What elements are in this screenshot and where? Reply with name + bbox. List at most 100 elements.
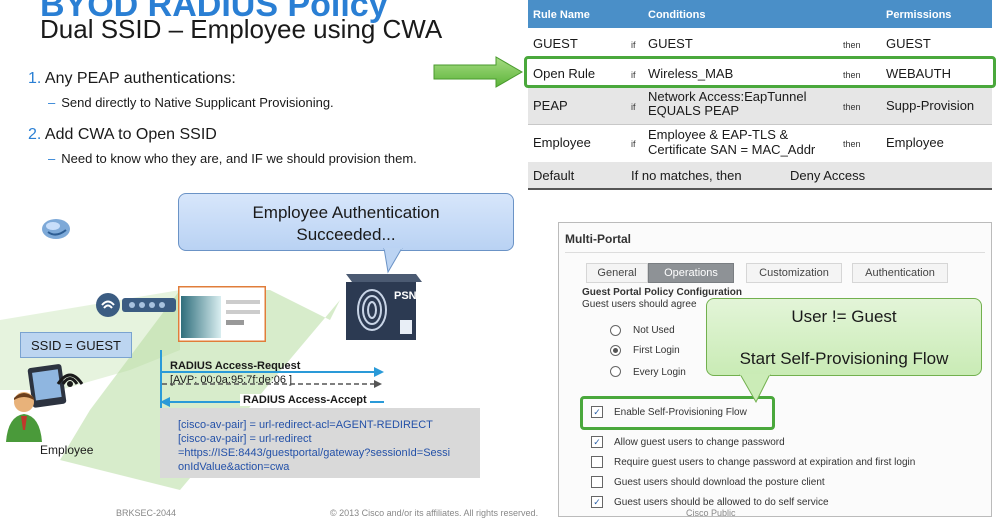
condition-line: EQUALS PEAP <box>648 103 740 118</box>
divider <box>565 252 985 253</box>
self-provisioning-highlight <box>580 396 775 430</box>
checkbox-self-service[interactable]: ✓ <box>591 496 603 508</box>
authorization-policy-table: Rule Name Conditions Permissions GUEST i… <box>528 0 992 190</box>
radio-every-login[interactable] <box>610 366 621 377</box>
header-permissions: Permissions <box>886 9 952 21</box>
rule-name: Default <box>533 168 575 183</box>
permission: WEBAUTH <box>886 66 951 81</box>
checkbox-change-password[interactable]: ✓ <box>591 436 603 448</box>
condition: Network Access:EapTunnel EQUALS PEAP <box>648 90 806 118</box>
if-keyword: if <box>631 102 636 112</box>
if-keyword: if <box>631 70 636 80</box>
condition-line: Certificate SAN = MAC_Addr <box>648 142 816 157</box>
then-keyword: then <box>843 139 861 149</box>
radius-request-label: RADIUS Access-Request <box>170 360 301 372</box>
if-keyword: if <box>631 40 636 50</box>
footer-classification: Cisco Public <box>686 508 736 518</box>
user-avatar-icon <box>6 392 42 442</box>
bullet-1-sub: –Send directly to Native Supplicant Prov… <box>48 95 334 110</box>
section-description: Guest users should agree <box>582 299 697 310</box>
callout-line: User != Guest <box>791 307 897 326</box>
bullet-sub-text: Send directly to Native Supplicant Provi… <box>61 95 334 110</box>
ssid-label: SSID = GUEST <box>20 332 132 358</box>
wifi-icon <box>56 373 84 387</box>
radio-not-used[interactable] <box>610 325 621 336</box>
permission: Supp-Provision <box>886 98 975 113</box>
default-text: If no matches, then <box>631 168 742 183</box>
condition-line: Network Access:EapTunnel <box>648 89 807 104</box>
checkbox-label: Guest users should download the posture … <box>614 477 825 488</box>
table-row-default[interactable]: Default If no matches, then Deny Access <box>528 162 992 190</box>
green-arrow-icon <box>433 56 524 88</box>
footer-session: BRKSEC-2044 <box>116 508 177 518</box>
tab-customization[interactable]: Customization <box>746 263 842 283</box>
av-pair-box: [cisco-av-pair] = url-redirect-acl=AGENT… <box>160 408 480 478</box>
table-row[interactable]: GUEST if GUEST then GUEST <box>528 28 992 59</box>
tab-general[interactable]: General <box>586 263 648 283</box>
callout-pointer <box>739 374 771 404</box>
checkbox-label: Enable Self-Provisioning Flow <box>614 407 747 418</box>
portal-title: Multi-Portal <box>565 232 631 246</box>
rule-name: Open Rule <box>533 66 596 81</box>
if-keyword: if <box>631 139 636 149</box>
condition: Wireless_MAB <box>648 66 734 81</box>
open-rule-highlight <box>524 56 996 88</box>
av-pair-line: =https://ISE:8443/guestportal/gateway?se… <box>178 447 451 459</box>
user-not-guest-callout: User != Guest Start Self-Provisioning Fl… <box>706 298 982 376</box>
av-pair-line: [cisco-av-pair] = url-redirect-acl=AGENT… <box>178 419 433 431</box>
checkbox-download-posture[interactable] <box>591 476 603 488</box>
bullet-number: 1. <box>28 70 42 87</box>
then-keyword: then <box>843 102 861 112</box>
table-row[interactable]: PEAP if Network Access:EapTunnel EQUALS … <box>528 88 992 125</box>
callout-line: Employee Authentication <box>252 203 440 222</box>
header-conditions: Conditions <box>648 9 706 21</box>
table-row[interactable]: Employee if Employee & EAP-TLS & Certifi… <box>528 124 992 163</box>
callout-line: Succeeded... <box>296 225 396 244</box>
employee-auth-callout: Employee Authentication Succeeded... <box>178 193 514 251</box>
radio-label: Every Login <box>633 367 686 378</box>
av-pair-line: [cisco-av-pair] = url-redirect <box>178 433 312 445</box>
bullet-2-sub: –Need to know who they are, and IF we sh… <box>48 151 417 166</box>
rule-name: GUEST <box>533 36 578 51</box>
header-rule-name: Rule Name <box>533 9 590 21</box>
condition: GUEST <box>648 36 693 51</box>
avp-label: [AVP: 00:0a:95:7f:de:06 ] <box>170 374 293 386</box>
tab-operations[interactable]: Operations <box>648 263 734 283</box>
rule-name: Employee <box>533 135 591 150</box>
callout-pointer <box>383 248 403 274</box>
table-header: Rule Name Conditions Permissions <box>528 0 992 28</box>
footer-copyright: © 2013 Cisco and/or its affiliates. All … <box>330 508 539 518</box>
radio-first-login[interactable] <box>610 345 621 356</box>
bullet-text: Any PEAP authentications: <box>44 70 236 87</box>
bullet-number: 2. <box>28 126 42 143</box>
tablet-icon <box>27 364 67 408</box>
checkbox-label: Guest users should be allowed to do self… <box>614 497 829 508</box>
then-keyword: then <box>843 70 861 80</box>
permission: Employee <box>886 135 944 150</box>
slide-title: BYOD RADIUS Policy <box>40 0 388 24</box>
checkbox-label: Require guest users to change password a… <box>614 457 916 468</box>
psn-server-icon <box>346 274 422 340</box>
radius-accept-label: RADIUS Access-Accept <box>240 394 370 406</box>
portal-page-thumbnail <box>178 286 266 342</box>
tab-authentication[interactable]: Authentication <box>852 263 948 283</box>
bullet-1: 1. Any PEAP authentications: <box>28 70 236 88</box>
radio-label: First Login <box>633 345 680 356</box>
employee-label: Employee <box>40 443 94 457</box>
request-arrow-icon <box>162 367 384 388</box>
globe-icon <box>42 219 70 239</box>
condition: Employee & EAP-TLS & Certificate SAN = M… <box>648 127 815 157</box>
checkbox-require-change-password[interactable] <box>591 456 603 468</box>
callout-line: Start Self-Provisioning Flow <box>739 349 949 368</box>
permission: GUEST <box>886 36 931 51</box>
av-pair-line: onIdValue&action=cwa <box>178 461 290 473</box>
checkbox-self-provisioning[interactable]: ✓ <box>591 406 603 418</box>
bullet-2: 2. Add CWA to Open SSID <box>28 126 217 144</box>
flow-line <box>160 350 162 410</box>
checkbox-label: Allow guest users to change password <box>614 437 785 448</box>
section-title: Guest Portal Policy Configuration <box>582 287 743 298</box>
default-permission: Deny Access <box>790 168 866 183</box>
radio-label: Not Used <box>633 325 675 336</box>
then-keyword: then <box>843 40 861 50</box>
rule-name: PEAP <box>533 98 568 113</box>
